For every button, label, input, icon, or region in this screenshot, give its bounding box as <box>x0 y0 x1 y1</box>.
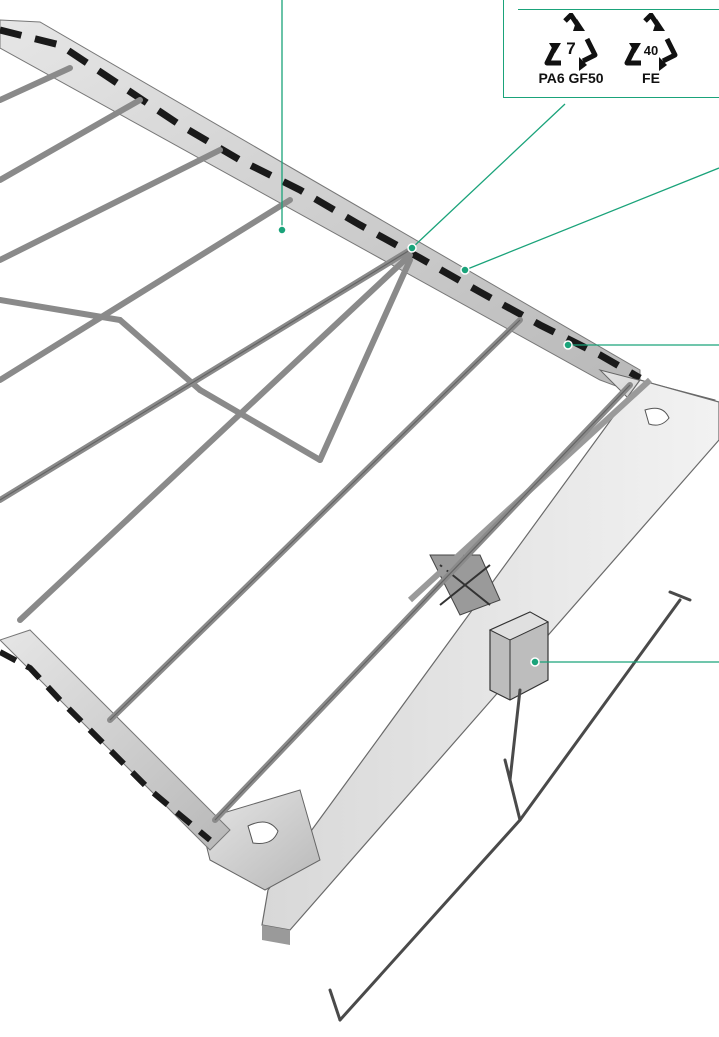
end-frame <box>199 369 719 945</box>
bottom-rail <box>0 629 231 851</box>
recycling-triangle-icon <box>544 13 598 71</box>
recycling-code-pa6: 7 PA6 GF50 <box>538 13 604 93</box>
recycling-code-number: 40 <box>643 43 659 58</box>
recycling-material-label: FE <box>642 70 660 86</box>
crank-rod <box>328 590 692 1022</box>
leader-dots <box>277 225 573 667</box>
recycling-code-fe: 40 FE <box>619 13 683 93</box>
recycling-callout: 7 PA6 GF50 40 FE <box>503 0 719 98</box>
recycling-triangle-icon <box>624 13 678 71</box>
control-box <box>488 611 550 701</box>
callout-divider <box>518 9 719 10</box>
recycling-code-number: 7 <box>566 39 576 58</box>
recycling-material-label: PA6 GF50 <box>538 70 604 86</box>
leader-lines <box>281 0 719 663</box>
